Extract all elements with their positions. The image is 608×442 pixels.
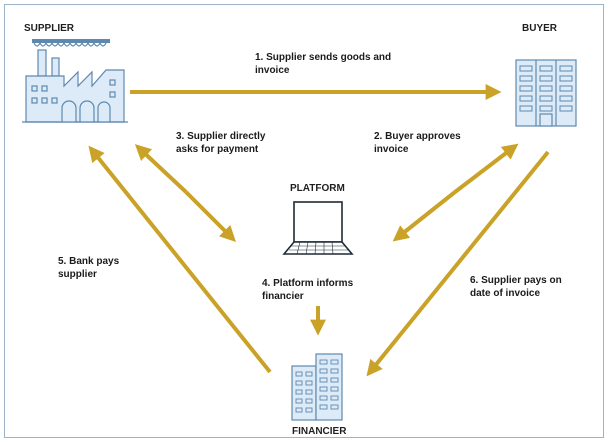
step-3-line-2: asks for payment (176, 144, 259, 155)
step-2-line-2: invoice (374, 144, 409, 155)
factory-icon (22, 39, 128, 123)
step-2-label: 2. Buyer approves invoice (374, 131, 464, 155)
supplier-label: SUPPLIER (24, 23, 75, 34)
step-1-label: 1. Supplier sends goods and invoice (255, 52, 394, 76)
step-1-line-1: 1. Supplier sends goods and (255, 52, 391, 63)
step-5-line-1: 5. Bank pays (58, 256, 120, 267)
diagram-frame (4, 4, 604, 438)
platform-label: PLATFORM (290, 183, 345, 194)
step-3-line-1: 3. Supplier directly (176, 131, 266, 142)
arrows (88, 84, 550, 377)
arrow-supplier-platform-to-platform (184, 190, 236, 242)
buyer-label: BUYER (522, 23, 558, 34)
step-5-label: 5. Bank pays supplier (58, 256, 122, 280)
arrow-buyer-platform-to-platform (392, 190, 457, 242)
step-4-line-2: financier (262, 291, 304, 302)
arrow-supplier-platform-to-supplier (134, 144, 188, 194)
office-building-icon (515, 59, 577, 127)
financier-label: FINANCIER (292, 426, 347, 437)
step-3-label: 3. Supplier directly asks for payment (176, 131, 268, 155)
arrow-financier-to-supplier (88, 145, 272, 374)
step-2-line-1: 2. Buyer approves (374, 131, 461, 142)
step-5-line-2: supplier (58, 269, 97, 280)
laptop-icon (282, 201, 354, 255)
skyscraper-icon (291, 353, 343, 421)
step-1-line-2: invoice (255, 65, 290, 76)
step-6-line-2: date of invoice (470, 288, 540, 299)
step-4-line-1: 4. Platform informs (262, 278, 354, 289)
arrow-buyer-to-financier (366, 150, 550, 377)
step-6-label: 6. Supplier pays on date of invoice (470, 275, 564, 299)
arrow-buyer-platform-to-buyer (453, 143, 519, 194)
step-6-line-1: 6. Supplier pays on (470, 275, 562, 286)
step-4-label: 4. Platform informs financier (262, 278, 356, 302)
